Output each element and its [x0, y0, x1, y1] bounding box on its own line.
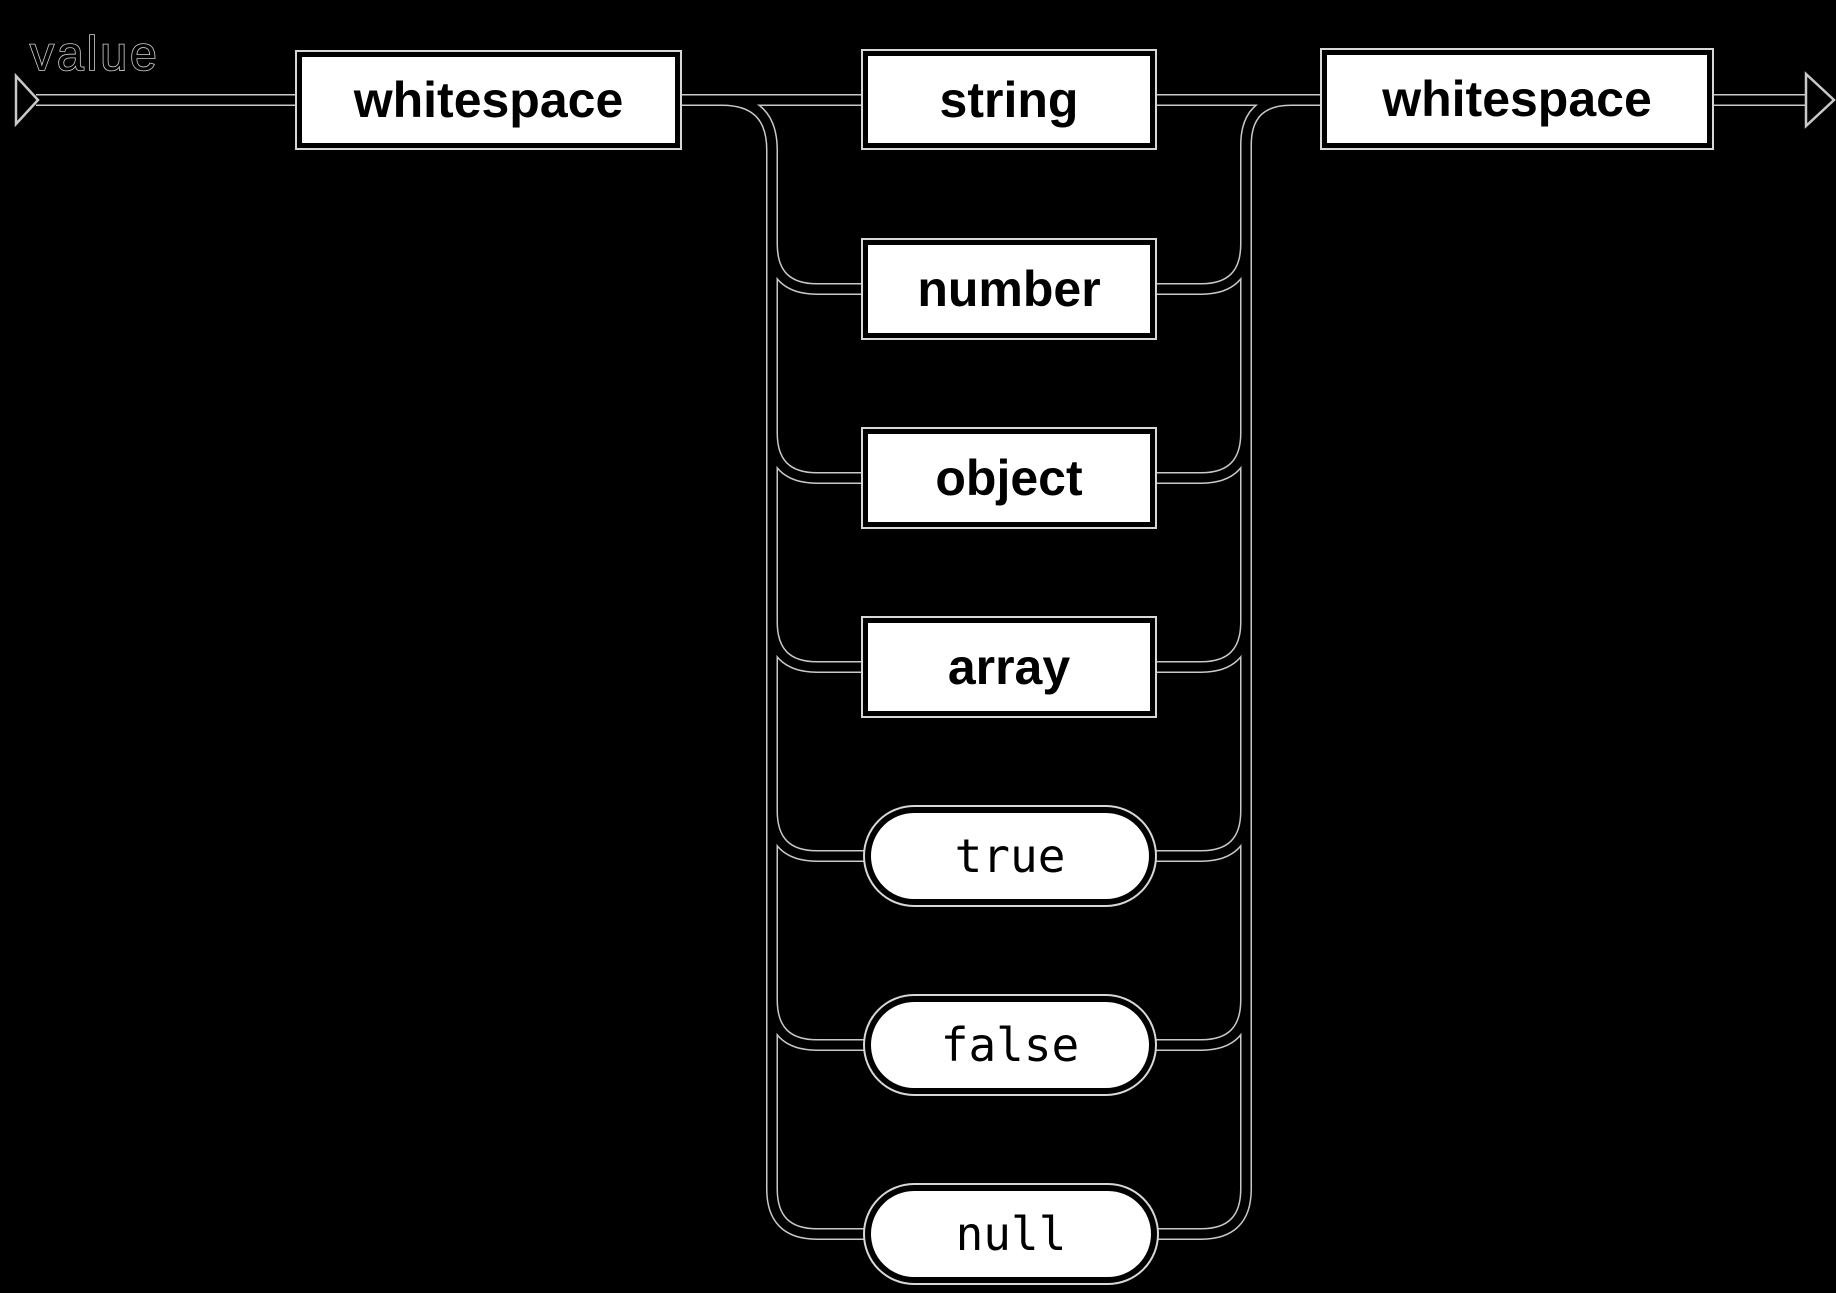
node-whitespace-post: whitespace [1322, 50, 1712, 148]
node-null: null [865, 1185, 1157, 1283]
node-whitespace-pre: whitespace [297, 52, 680, 148]
node-number: number [863, 240, 1155, 338]
node-true: true [865, 807, 1155, 905]
node-object: object [863, 429, 1155, 527]
start-arrow-icon [14, 72, 40, 128]
node-string: string [863, 51, 1155, 148]
rule-title: value [30, 28, 160, 81]
end-arrow-icon [1804, 71, 1836, 129]
node-false: false [865, 996, 1155, 1094]
node-array: array [863, 618, 1155, 716]
